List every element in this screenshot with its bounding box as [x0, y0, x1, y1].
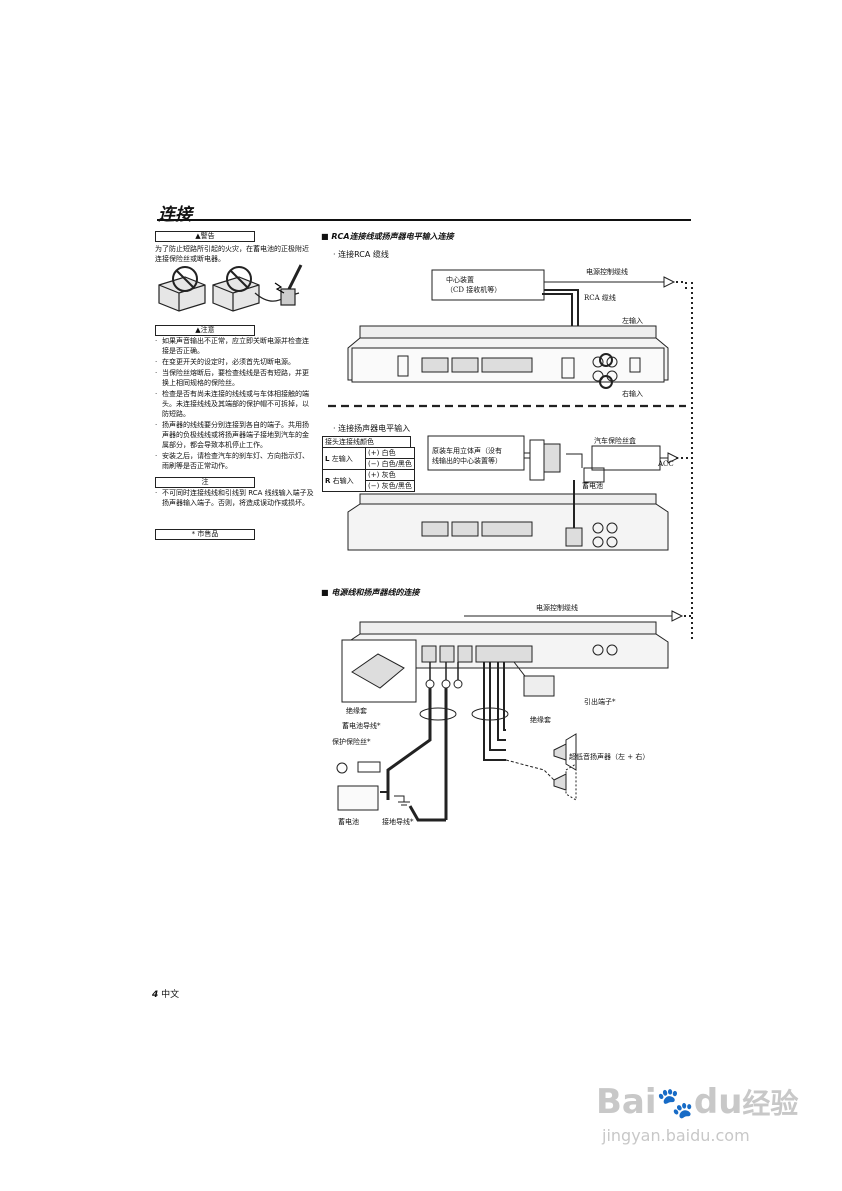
acc-label: ACC [658, 460, 674, 468]
channel-label: 右输入 [332, 476, 354, 485]
right-input-label: 右输入 [622, 390, 643, 398]
head-unit-label: 中心装置 [446, 276, 474, 284]
caution-label: ▲注意 [155, 325, 255, 336]
wire-color: 白色/黑色 [381, 460, 412, 468]
paw-icon: 🐾 [656, 1086, 694, 1121]
polarity: − [370, 482, 377, 490]
channel-symbol: R [325, 476, 331, 485]
stereo-label-2: 线输出的中心装置等） [432, 457, 502, 465]
battery-wire-label: 蓄电池导线* [342, 722, 381, 730]
connector-color-table: 接头连接线颜色 L 左输入 (+) 白色 (−) 白色/黑色 R 右输入 (+)… [322, 436, 415, 492]
caution-item: 当保险丝熔断后，要检查线线是否有短路，并更换上相同规格的保险丝。 [155, 368, 315, 388]
section1-heading: ■ RCA连接线或扬声器电平输入连接 [321, 232, 454, 241]
power-ctrl-label: 电源控制缆线 [586, 268, 628, 276]
page-number: 4 [152, 990, 159, 1000]
section2-heading: ■ 电源线和扬声器线的连接 [321, 588, 420, 597]
head-unit-label-2: （CD 接收机等） [446, 286, 502, 294]
subwoofer-label: 超低音扬声器（左 + 右） [569, 753, 650, 761]
table-cell-channel: L 左输入 [322, 447, 366, 470]
market-label: * 市售品 [155, 529, 255, 540]
table-row: (−) 灰色/黑色 [323, 480, 415, 492]
table-cell-color: (−) 白色/黑色 [365, 458, 415, 470]
table-cell-color: (+) 白色 [365, 447, 415, 459]
battery-label: 蓄电池 [582, 482, 603, 490]
title-rule [157, 219, 691, 221]
ground-wire-label: 接地导线* [382, 818, 414, 826]
diagram-section1 [328, 269, 693, 640]
power-ctrl-label-2: 电源控制缆线 [536, 604, 578, 612]
head-unit-box [431, 269, 545, 301]
section1-sub1-text: 连接RCA 缆线 [338, 250, 389, 259]
left-input-label: 左输入 [622, 317, 643, 325]
warning-label: ▲警告 [155, 231, 255, 242]
insulator-label-2: 绝缘套 [530, 716, 551, 724]
polarity: − [370, 460, 377, 468]
short-circuit-illustration [158, 264, 303, 312]
caution-list: 如果声音输出不正常，应立即关断电源并检查连接是否正确。 在变更开关的设定时，必须… [155, 336, 315, 472]
watermark-brand2: du [693, 1082, 743, 1122]
caution-item: 在变更开关的设定时，必须首先切断电源。 [155, 357, 315, 367]
watermark-url: jingyan.baidu.com [602, 1126, 750, 1145]
stereo-label: 原装车用立体声（没有 [432, 447, 502, 455]
caution-item: 安装之后，请检查汽车的刹车灯、方向指示灯、雨刷等是否正常动作。 [155, 451, 315, 471]
section1-sub1: · 连接RCA 缆线 [333, 250, 389, 259]
wire-color: 灰色 [381, 471, 396, 479]
table-row: (−) 白色/黑色 [323, 458, 415, 470]
section2-heading-text: 电源线和扬声器线的连接 [331, 588, 420, 597]
watermark-brand-cn: 经验 [742, 1087, 799, 1120]
insulator-label-1: 绝缘套 [346, 707, 367, 715]
note-item: 不可同时连接线线和引线到 RCA 线线输入端子及扬声器输入端子。否则，将造成误动… [155, 488, 315, 508]
amp-heatsink-top [359, 325, 657, 339]
lead-terminal-label: 引出端子* [584, 698, 616, 706]
wire-color: 白色 [381, 449, 396, 457]
channel-symbol: L [325, 454, 330, 463]
battery-label-2: 蓄电池 [338, 818, 359, 826]
section1-sub2-text: 连接扬声器电平输入 [338, 424, 411, 433]
section1-sub2: · 连接扬声器电平输入 [333, 424, 411, 433]
wire-color: 灰色/黑色 [381, 482, 412, 490]
table-row: R 右输入 (+) 灰色 [322, 469, 415, 492]
watermark-brand: Bai [596, 1082, 657, 1122]
language-label: 中文 [161, 990, 180, 1000]
table-cell-color: (+) 灰色 [365, 469, 415, 481]
table-row: L 左输入 (+) 白色 [322, 447, 415, 470]
note-list: 不可同时连接线线和引线到 RCA 线线输入端子及扬声器输入端子。否则，将造成误动… [155, 488, 315, 509]
caution-item: 检查是否有尚未连接的线线或与车体相接触的端头。未连接线线及其端部的保护帽不可拆掉… [155, 389, 315, 419]
fuse-label: 保护保险丝* [332, 738, 371, 746]
footer: 4 中文 [152, 987, 179, 1000]
table-header: 接头连接线颜色 [322, 436, 411, 447]
page-title: 连接 [158, 205, 192, 225]
diagram-section2 [336, 610, 692, 822]
section1-heading-text: RCA连接线或扬声器电平输入连接 [331, 232, 454, 241]
channel-label: 左输入 [331, 454, 353, 463]
caution-item: 如果声音输出不正常，应立即关断电源并检查连接是否正确。 [155, 336, 315, 356]
note-label: 注 [155, 477, 255, 488]
rca-cable-label: RCA 缆线 [584, 294, 616, 302]
polarity: + [370, 449, 377, 457]
warning-text: 为了防止短路所引起的火灾，在蓄电池的正极附近连接保险丝或断电器。 [155, 245, 309, 263]
polarity: + [370, 471, 377, 479]
table-cell-channel: R 右输入 [322, 469, 366, 492]
caution-item: 扬声器的线线要分别连接到各自的端子。共用扬声器的负极线线或将扬声器端子接地到汽车… [155, 420, 315, 450]
watermark-logo: Bai🐾du经验 [596, 1082, 798, 1122]
table-cell-color: (−) 灰色/黑色 [365, 480, 415, 492]
car-fuse-box-label: 汽车保险丝盒 [594, 437, 636, 445]
